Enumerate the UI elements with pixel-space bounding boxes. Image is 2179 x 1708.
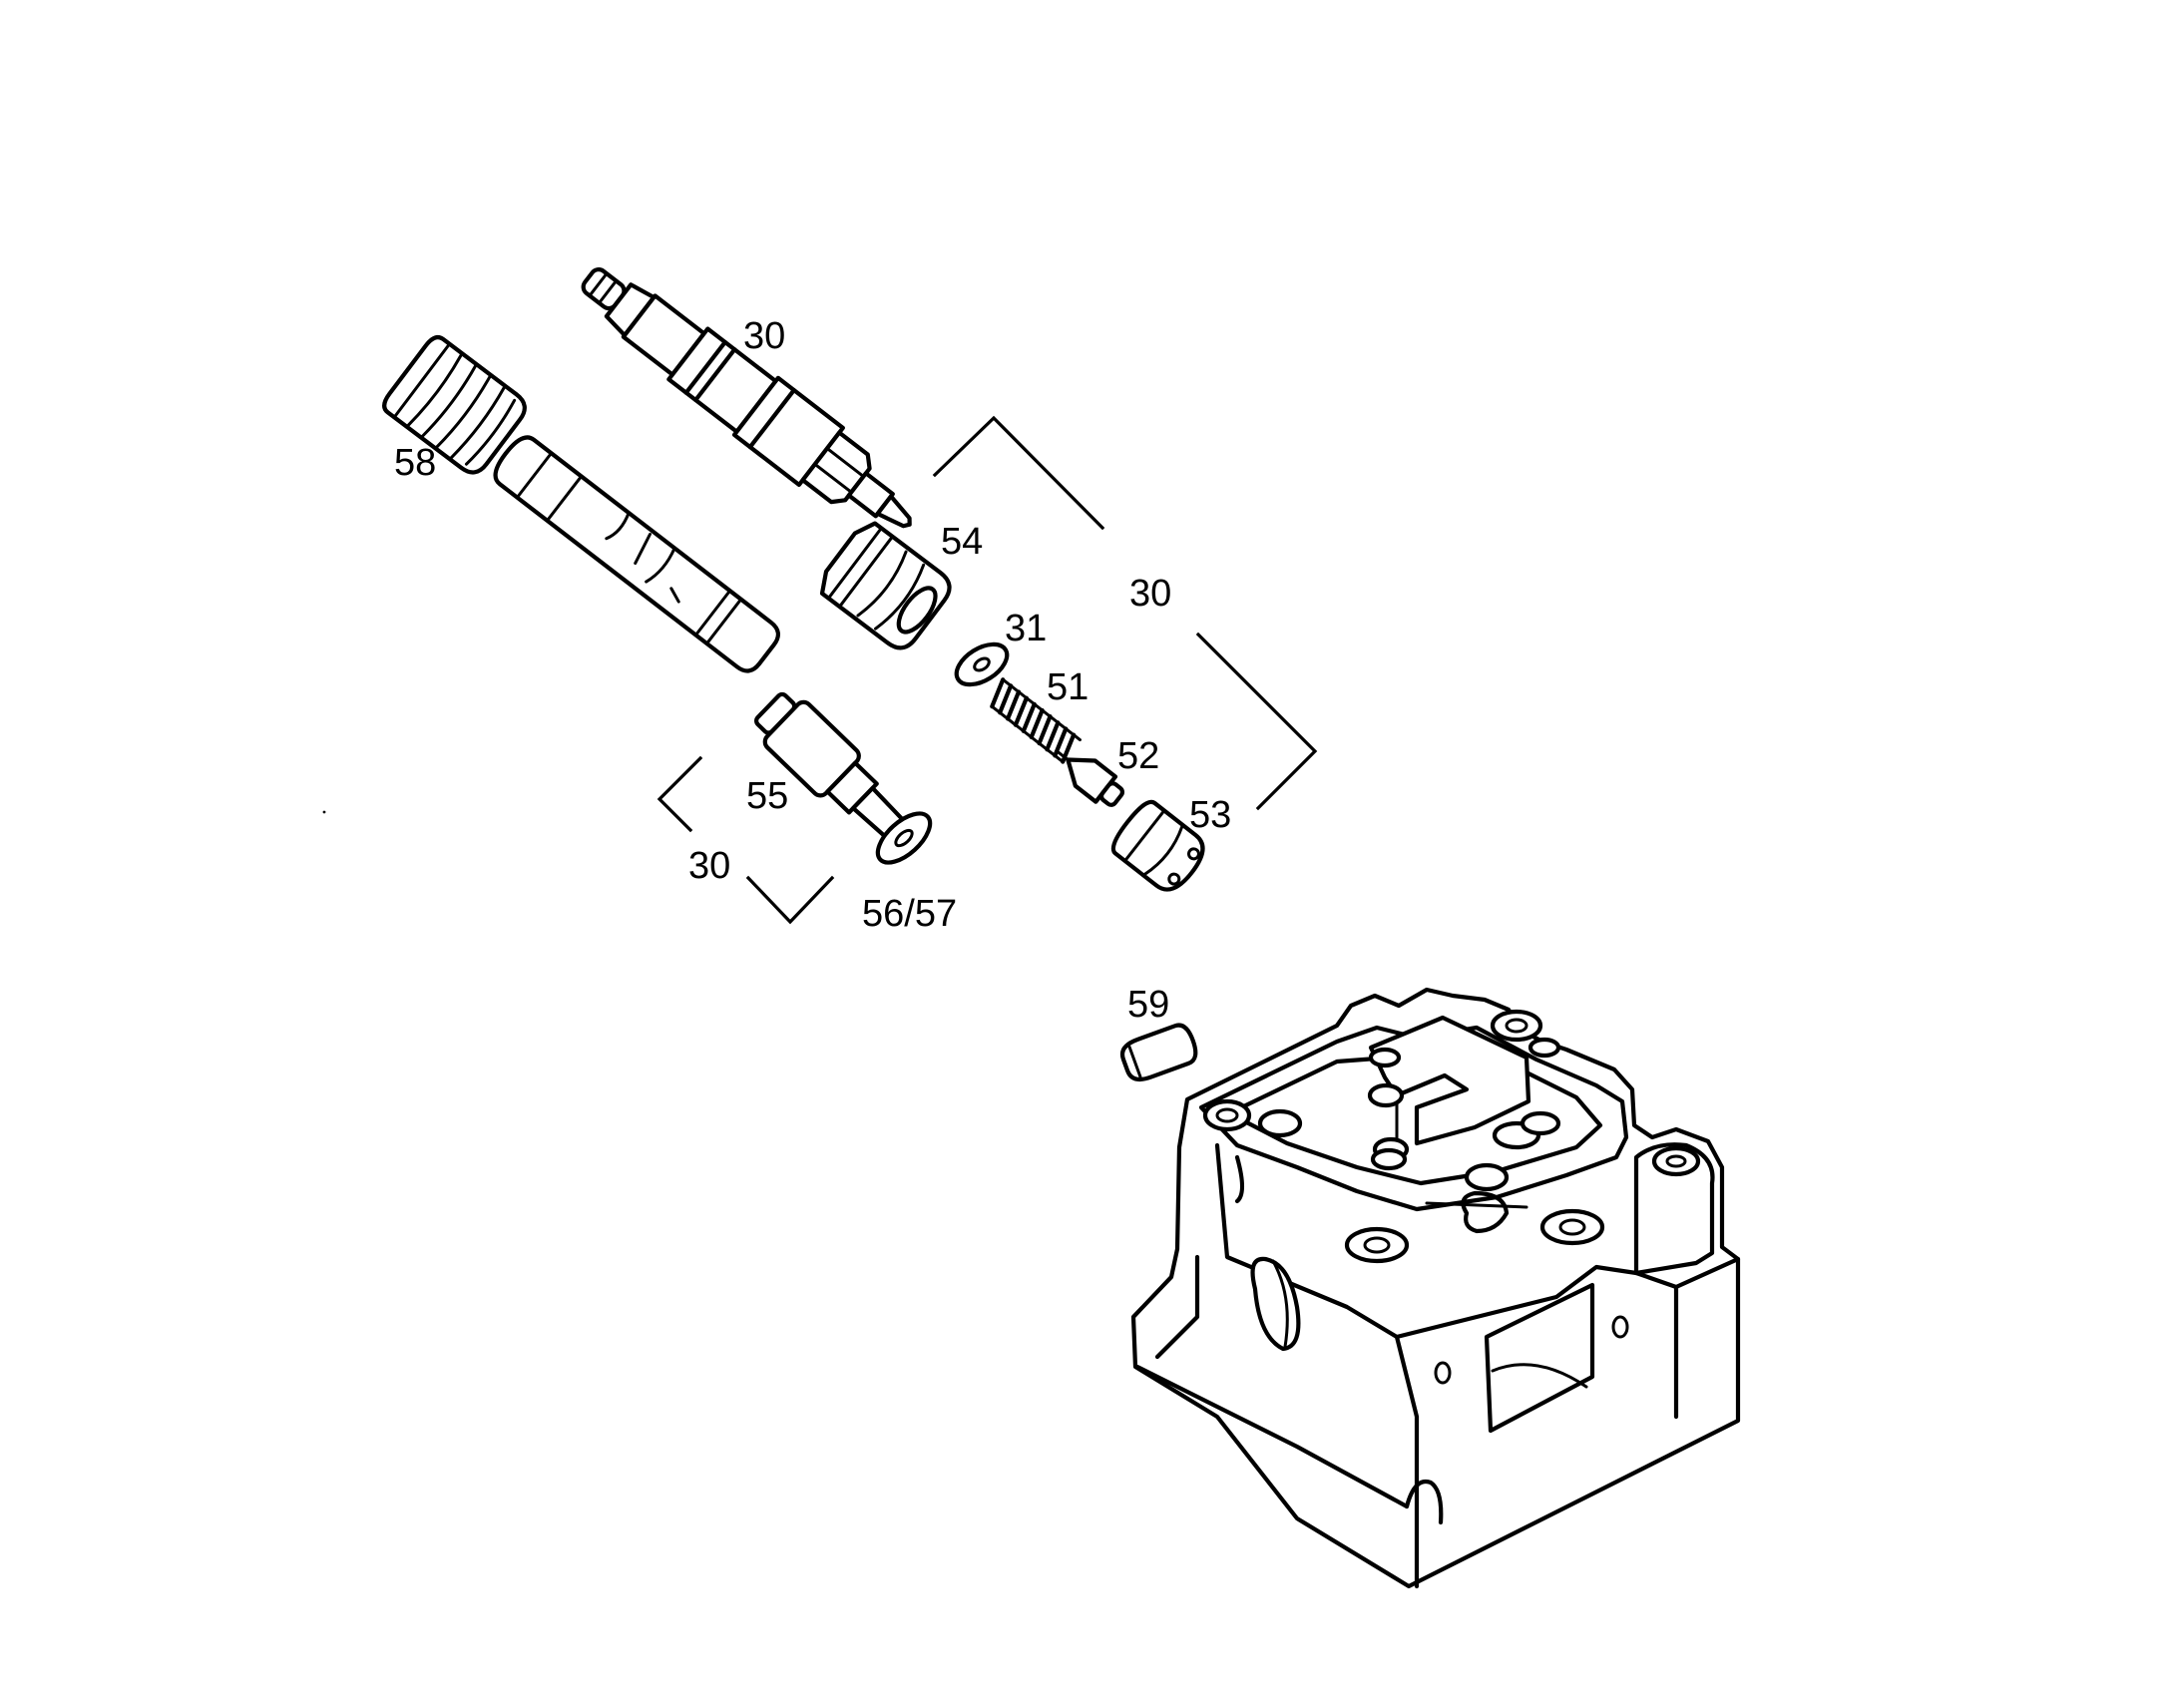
bracket-group-30-lower xyxy=(1195,632,1318,811)
label-53-cap: 53 xyxy=(1189,794,1231,836)
label-59-plug: 59 xyxy=(1127,984,1169,1026)
bracket-group-30 xyxy=(932,415,1105,531)
label-52-valve: 52 xyxy=(1117,735,1159,777)
injector-body xyxy=(493,435,780,673)
label-30-bracket: 30 xyxy=(1129,573,1171,615)
part-59-plug xyxy=(1119,1023,1198,1081)
part-31-washer xyxy=(954,641,1010,687)
bracket-group-30-left xyxy=(656,755,703,833)
bracket-group-30-left-lower xyxy=(745,875,835,925)
label-55-nozzle: 55 xyxy=(746,775,788,817)
part-52-valve xyxy=(1055,749,1125,807)
part-30-injector xyxy=(581,267,912,529)
cylinder-head xyxy=(1130,987,1741,1589)
part-51-spring xyxy=(990,677,1082,764)
part-53-cap xyxy=(1110,799,1205,892)
label-58-nut: 58 xyxy=(394,442,436,484)
part-56-57-washer xyxy=(875,811,933,865)
label-31-washer: 31 xyxy=(1005,608,1047,649)
speck xyxy=(322,810,326,814)
part-54-nut xyxy=(819,521,952,650)
part-58-threaded-nut xyxy=(382,334,527,475)
label-30-injector: 30 xyxy=(743,315,785,357)
label-56-57-washer: 56/57 xyxy=(862,893,957,935)
label-51-spring: 51 xyxy=(1047,666,1089,708)
label-30-bracket-lower: 30 xyxy=(688,845,730,887)
label-54-nut: 54 xyxy=(941,521,983,563)
